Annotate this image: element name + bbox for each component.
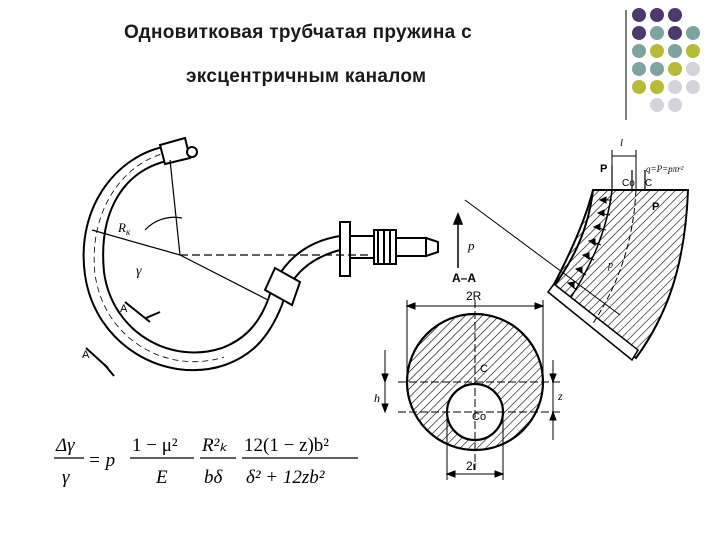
- formula-f1-den: E: [155, 467, 168, 488]
- dim-l-label: l: [620, 137, 623, 149]
- dot: [668, 62, 682, 76]
- angle-label: γ: [136, 264, 142, 279]
- dim-h: [381, 350, 389, 414]
- formula-graphic: Δγ γ = p 1 − μ² E R²ₖ bδ 12(1 − z)b² δ² …: [54, 435, 358, 488]
- geometry-lines: [91, 159, 372, 301]
- dim-z-label: z: [557, 389, 563, 403]
- dot: [668, 98, 682, 112]
- dim-h-label: h: [374, 391, 380, 405]
- dot: [632, 26, 646, 40]
- dim-2r: [445, 415, 505, 480]
- formula-eq: = p: [88, 450, 115, 471]
- center-c-label: C: [480, 363, 488, 375]
- dim-2R: [405, 300, 545, 380]
- dot: [632, 44, 646, 58]
- force-arrows: [611, 166, 646, 190]
- dot: [632, 8, 646, 22]
- dim-2r-label: 2r: [466, 459, 477, 473]
- formula-f3-num: 12(1 − z)b²: [244, 435, 329, 456]
- section-mark-upper: [124, 301, 161, 323]
- section-a-label-upper: A: [120, 303, 128, 315]
- dot: [632, 62, 646, 76]
- dot: [650, 26, 664, 40]
- tube-spring: [82, 144, 283, 372]
- formula-f3-den: δ² + 12zb²: [246, 467, 325, 488]
- section-a-label-lower: A: [82, 349, 90, 361]
- dot: [668, 80, 682, 94]
- force-P-right-label: P: [652, 201, 659, 213]
- dim-2R-label: 2R: [466, 289, 482, 303]
- section-aa-title: A–A: [452, 271, 476, 285]
- deflection-formula: Δγ γ = p 1 − μ² E R²ₖ bδ 12(1 − z)b² δ² …: [52, 425, 362, 495]
- dot: [650, 62, 664, 76]
- dim-z: [549, 360, 557, 440]
- dot: [686, 62, 700, 76]
- dot: [632, 80, 646, 94]
- pressure-label: p: [467, 238, 475, 253]
- slide-title-line-2: эксцентричным каналом: [186, 66, 427, 87]
- formula-f1-num: 1 − μ²: [132, 435, 178, 456]
- formula-f2-num: R²ₖ: [201, 435, 228, 456]
- force-co-label: Co: [622, 178, 635, 189]
- end-cap-fitting: [158, 136, 198, 166]
- pressure-p-label: p: [607, 260, 613, 271]
- decorative-dot-grid: [632, 8, 712, 118]
- cross-section: [398, 300, 560, 470]
- dot: [650, 80, 664, 94]
- force-c-label: C: [645, 178, 652, 189]
- dot: [686, 80, 700, 94]
- leader-line: [464, 199, 621, 316]
- dot: [686, 26, 700, 40]
- dot: [668, 44, 682, 58]
- force-P-label: P: [600, 163, 607, 175]
- pressure-arrows-internal: [566, 196, 612, 291]
- section-mark-lower: [85, 347, 115, 377]
- slide-title-line-1: Одновитковая трубчатая пружина с: [124, 22, 472, 43]
- q-expression: q=P=pπr²: [646, 164, 684, 174]
- dot: [650, 8, 664, 22]
- center-co-label: Co: [472, 411, 486, 423]
- formula-lhs-num: Δγ: [55, 435, 75, 456]
- formula-lhs-den: γ: [62, 467, 70, 488]
- dot: [668, 8, 682, 22]
- dot: [686, 44, 700, 58]
- wall-segment-detail: [546, 189, 690, 362]
- dot: [650, 44, 664, 58]
- dot: [650, 98, 664, 112]
- tube-outlet: [263, 235, 341, 307]
- pressure-arrow: [452, 211, 464, 268]
- radius-label: Rк: [117, 220, 131, 237]
- dot: [668, 26, 682, 40]
- decorative-divider: [625, 10, 627, 120]
- threaded-connector: [339, 221, 439, 277]
- formula-f2-den: bδ: [204, 467, 224, 488]
